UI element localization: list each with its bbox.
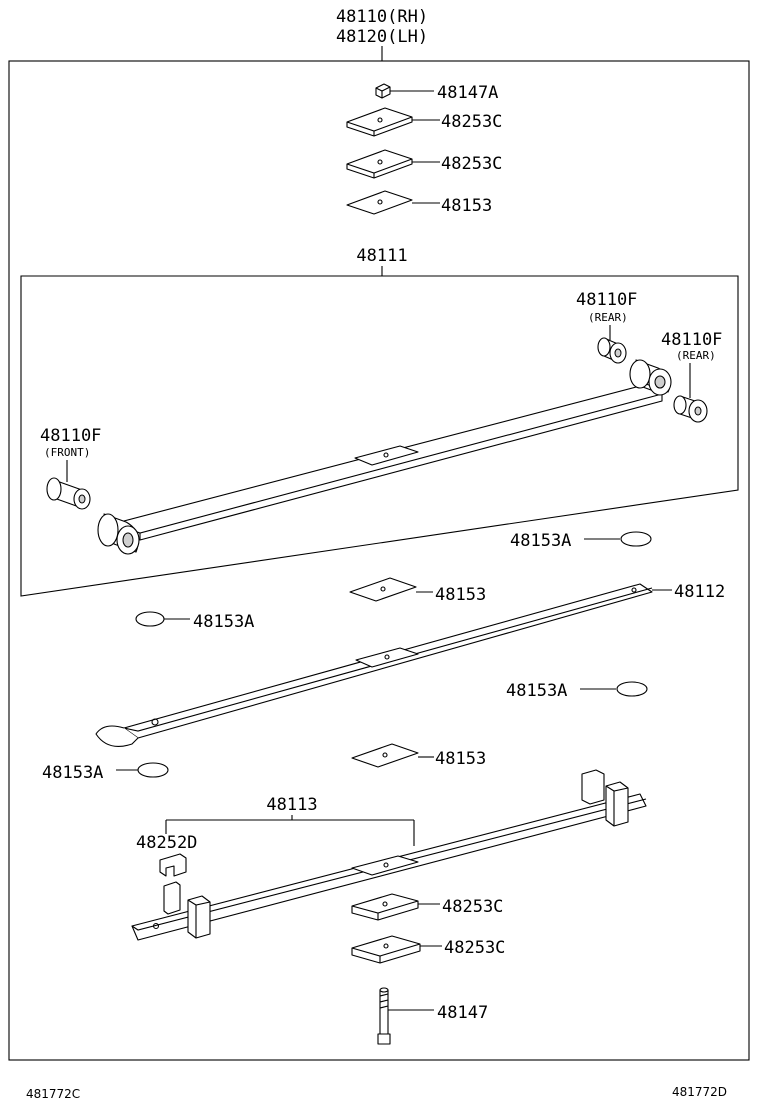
clip-48153A-l2[interactable] xyxy=(137,762,169,778)
bushing-48110F-rear-1[interactable] xyxy=(597,337,627,364)
footer-code-left: 481772C xyxy=(26,1087,80,1101)
label-48153-top[interactable]: 48153 xyxy=(441,196,492,216)
note-rear-2: (REAR) xyxy=(676,349,716,362)
label-48111[interactable]: 48111 xyxy=(356,246,407,266)
spacer-48253C-bot-1[interactable] xyxy=(351,893,419,921)
clip-48153A-r2[interactable] xyxy=(616,681,648,697)
label-48110F-rear-2[interactable]: 48110F xyxy=(661,330,722,350)
bushing-48110F-rear-2[interactable] xyxy=(673,395,708,423)
label-48153A-r2[interactable]: 48153A xyxy=(506,681,567,701)
label-48253C-bot-1[interactable]: 48253C xyxy=(442,897,503,917)
second-leaf-48112[interactable] xyxy=(95,583,653,747)
pad-48153-mid[interactable] xyxy=(349,577,417,602)
pad-48153-top[interactable] xyxy=(346,190,413,215)
subassembly-frame-48111 xyxy=(20,275,739,597)
label-48113[interactable]: 48113 xyxy=(266,795,317,815)
nut-48147A[interactable] xyxy=(375,83,391,99)
label-48147A[interactable]: 48147A xyxy=(437,83,498,103)
spacer-48253C-bot-2[interactable] xyxy=(351,935,421,964)
label-48153A-l1[interactable]: 48153A xyxy=(193,612,254,632)
title-lh: 48120(LH) xyxy=(336,27,428,47)
label-48112[interactable]: 48112 xyxy=(674,582,725,602)
clip-48252D[interactable] xyxy=(159,853,187,877)
label-48147[interactable]: 48147 xyxy=(437,1003,488,1023)
note-rear-1: (REAR) xyxy=(588,311,628,324)
label-48153A-r1[interactable]: 48153A xyxy=(510,531,571,551)
label-48110F-front[interactable]: 48110F xyxy=(40,426,101,446)
note-front: (FRONT) xyxy=(44,446,90,459)
label-48153A-l2[interactable]: 48153A xyxy=(42,763,103,783)
label-48110F-rear-1[interactable]: 48110F xyxy=(576,290,637,310)
label-48153-mid[interactable]: 48153 xyxy=(435,585,486,605)
leader-48113 xyxy=(165,815,415,846)
center-bolt-48147[interactable] xyxy=(377,987,391,1045)
spacer-48253C-top-1[interactable] xyxy=(346,107,413,137)
title-rh: 48110(RH) xyxy=(336,7,428,27)
label-48252D[interactable]: 48252D xyxy=(136,833,197,853)
clip-48153A-r1[interactable] xyxy=(620,531,652,547)
label-48253C-top-2[interactable]: 48253C xyxy=(441,154,502,174)
third-leaf-48113[interactable] xyxy=(131,769,647,941)
spacer-48253C-top-2[interactable] xyxy=(346,149,413,179)
main-leaf-48111[interactable] xyxy=(97,359,672,555)
label-48253C-bot-2[interactable]: 48253C xyxy=(444,938,505,958)
bushing-48110F-front[interactable] xyxy=(46,477,91,510)
label-48153-low[interactable]: 48153 xyxy=(435,749,486,769)
clip-48153A-l1[interactable] xyxy=(135,611,165,627)
outer-frame xyxy=(8,60,750,1061)
pad-48153-low[interactable] xyxy=(351,743,419,768)
footer-code-right: 481772D xyxy=(672,1085,727,1099)
label-48253C-top-1[interactable]: 48253C xyxy=(441,112,502,132)
